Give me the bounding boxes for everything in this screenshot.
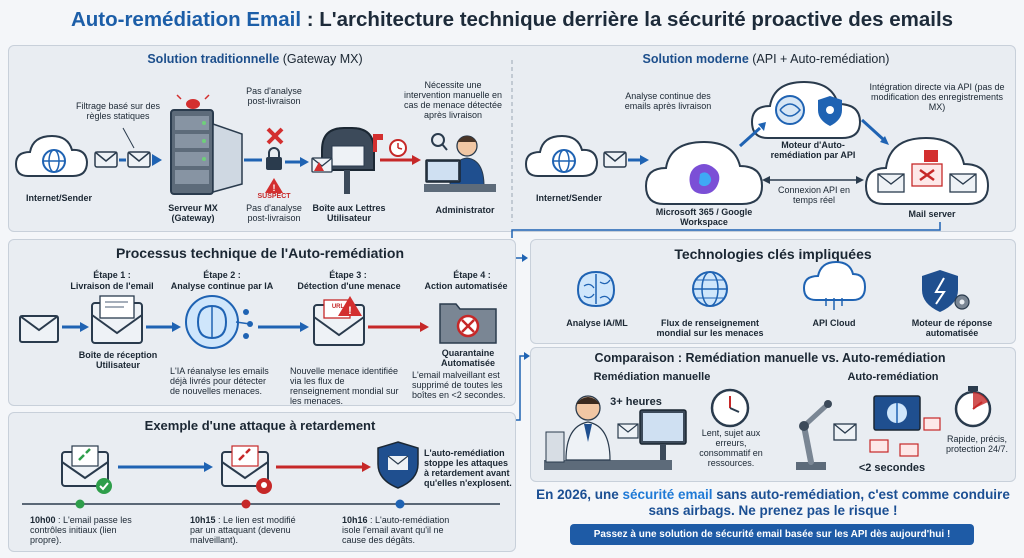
- step2-desc: L'IA réanalyse les emails déjà livrés po…: [170, 366, 269, 397]
- step4-head: Étape 4 :: [453, 270, 491, 280]
- globe-icon: [692, 271, 728, 307]
- no-analysis-bottom: Pas d'analyse post-livraison: [246, 203, 302, 224]
- tech-ai-label: Analyse IA/ML: [566, 318, 628, 328]
- envelope-icon: [19, 315, 59, 343]
- administrator-label: Administrator: [435, 205, 495, 215]
- internet-sender-label: Internet/Sender: [25, 193, 92, 203]
- step2-head: Étape 2 :: [203, 270, 241, 280]
- envelope-icon: [94, 151, 118, 168]
- stressed-person-icon: [544, 395, 687, 470]
- event-3: 10h16 : L'auto-remédiation isole l'email…: [342, 515, 450, 546]
- auto-title: Auto-remédiation: [847, 371, 939, 383]
- mx-gateway-label: Serveur MX (Gateway): [168, 203, 218, 224]
- mail-server-cloud: [864, 136, 990, 205]
- step1-name: Livraison de l'email: [70, 281, 154, 291]
- auto-remediation-engine-cloud: [750, 80, 862, 139]
- auto-time: <2 secondes: [858, 462, 926, 474]
- server-gateway-icon: [170, 94, 243, 195]
- example-title: Exemple d'une attaque à retardement: [144, 418, 376, 433]
- modern-diagram: [524, 80, 990, 205]
- auto-desc: Rapide, précis, protection 24/7.: [945, 434, 1009, 455]
- manual-title: Remédiation manuelle: [593, 371, 711, 383]
- svg-text:!: !: [273, 183, 276, 193]
- cloud-icon: [802, 260, 867, 310]
- engine-label: Moteur d'Auto-remédiation par API: [770, 140, 856, 161]
- step4-caption: Quarantaine Automatisée: [440, 348, 495, 369]
- event-2: 10h15 : Le lien est modifié par un attaq…: [190, 515, 296, 546]
- lock-icon: [266, 147, 282, 170]
- clock-icon: [389, 139, 407, 157]
- threat-envelope-icon: !: [313, 296, 365, 346]
- manual-desc: Lent, sujet aux erreurs, consommatif en …: [699, 428, 763, 469]
- traditional-diagram: !: [14, 94, 496, 195]
- api-connection-label: Connexion API en temps réel: [777, 185, 851, 206]
- malicious-link-envelope-icon: [221, 445, 272, 494]
- step3-desc: Nouvelle menace identifiée via les flux …: [290, 366, 399, 407]
- continuous-analysis-note: Analyse continue des emails après livrai…: [624, 91, 712, 112]
- cloud-globe-icon: [524, 134, 599, 177]
- filter-note: Filtrage basé sur des règles statiques: [75, 101, 161, 122]
- cta-banner[interactable]: Passez à une solution de sécurité email …: [570, 524, 974, 545]
- tech-cloud-api-label: API Cloud: [812, 318, 856, 328]
- internet-sender-modern-label: Internet/Sender: [535, 193, 602, 203]
- closing-statement: En 2026, une sécurité email sans auto-re…: [536, 487, 1010, 518]
- traditional-title: Solution traditionnelle (Gateway MX): [147, 52, 363, 66]
- inbox-envelope-icon: [91, 295, 143, 344]
- modern-title: Solution moderne (API + Auto-remédiation…: [642, 52, 890, 66]
- shield-envelope-icon: [377, 441, 419, 489]
- microsoft-365-cloud: [644, 140, 764, 205]
- manual-intervention-note: Nécessite une intervention manuelle en c…: [403, 80, 503, 121]
- event-1: 10h00 : L'email passe les contrôles init…: [30, 515, 132, 546]
- suspect-label: SUSPECT: [257, 193, 291, 200]
- red-x-icon: [266, 127, 284, 145]
- ai-brain-icon: [185, 295, 253, 349]
- warning-icon: !: [265, 178, 283, 193]
- clean-link-envelope-icon: [61, 445, 112, 494]
- process-panel: [8, 239, 516, 406]
- step1-caption: Boîte de réception Utilisateur: [78, 350, 158, 371]
- step3-name: Détection d'une menace: [297, 281, 401, 291]
- example-note: L'auto-remédiation stoppe les attaques à…: [424, 448, 512, 489]
- step1-head: Étape 1 :: [93, 270, 131, 280]
- envelope-icon: [603, 151, 627, 168]
- tech-response-engine-label: Moteur de réponse automatisée: [911, 318, 993, 339]
- manual-time: 3+ heures: [610, 396, 662, 408]
- quarantine-folder-icon: [439, 303, 497, 344]
- tech-threat-intel-label: Flux de renseignement mondial sur les me…: [656, 318, 764, 339]
- mail-server-label: Mail server: [908, 209, 956, 219]
- svg-text:!: !: [348, 305, 352, 317]
- example-diagram: [22, 441, 500, 509]
- brain-icon: [577, 270, 616, 308]
- comparison-title: Comparaison : Remédiation manuelle vs. A…: [594, 351, 946, 365]
- title-accent: Auto-remédiation Email: [70, 8, 302, 31]
- technologies-title: Technologies clés impliquées: [674, 246, 872, 262]
- api-integration-note: Intégration directe via API (pas de modi…: [869, 82, 1005, 113]
- no-analysis-top: Pas d'analyse post-livraison: [246, 86, 302, 107]
- mailbox-icon: [311, 127, 383, 194]
- step2-name: Analyse continue par IA: [170, 281, 274, 291]
- comparison-panel: [530, 347, 1016, 482]
- robot-arm-icon: [796, 400, 857, 470]
- clock-icon: [710, 388, 750, 428]
- administrator-icon: [424, 133, 496, 192]
- ai-screen-icon: [869, 395, 941, 457]
- step4-desc: L'email malveillant est supprimé de tout…: [412, 370, 506, 401]
- step3-head: Étape 3 :: [329, 270, 367, 280]
- title-rest: : L'architecture technique derrière la s…: [301, 8, 954, 31]
- process-diagram: !: [19, 295, 497, 349]
- shield-gear-icon: [922, 270, 970, 312]
- process-title: Processus technique de l'Auto-remédiatio…: [115, 245, 405, 261]
- cloud-globe-icon: [14, 134, 89, 177]
- envelope-icon: [127, 151, 151, 168]
- url-tag: URL: [331, 304, 345, 310]
- page-title: Auto-remédiation Email : L'architecture …: [0, 8, 1024, 32]
- step4-name: Action automatisée: [424, 281, 508, 291]
- m365-label: Microsoft 365 / Google Workspace: [655, 207, 753, 228]
- stopwatch-icon: [954, 386, 992, 428]
- mailbox-label: Boîte aux Lettres Utilisateur: [312, 203, 386, 224]
